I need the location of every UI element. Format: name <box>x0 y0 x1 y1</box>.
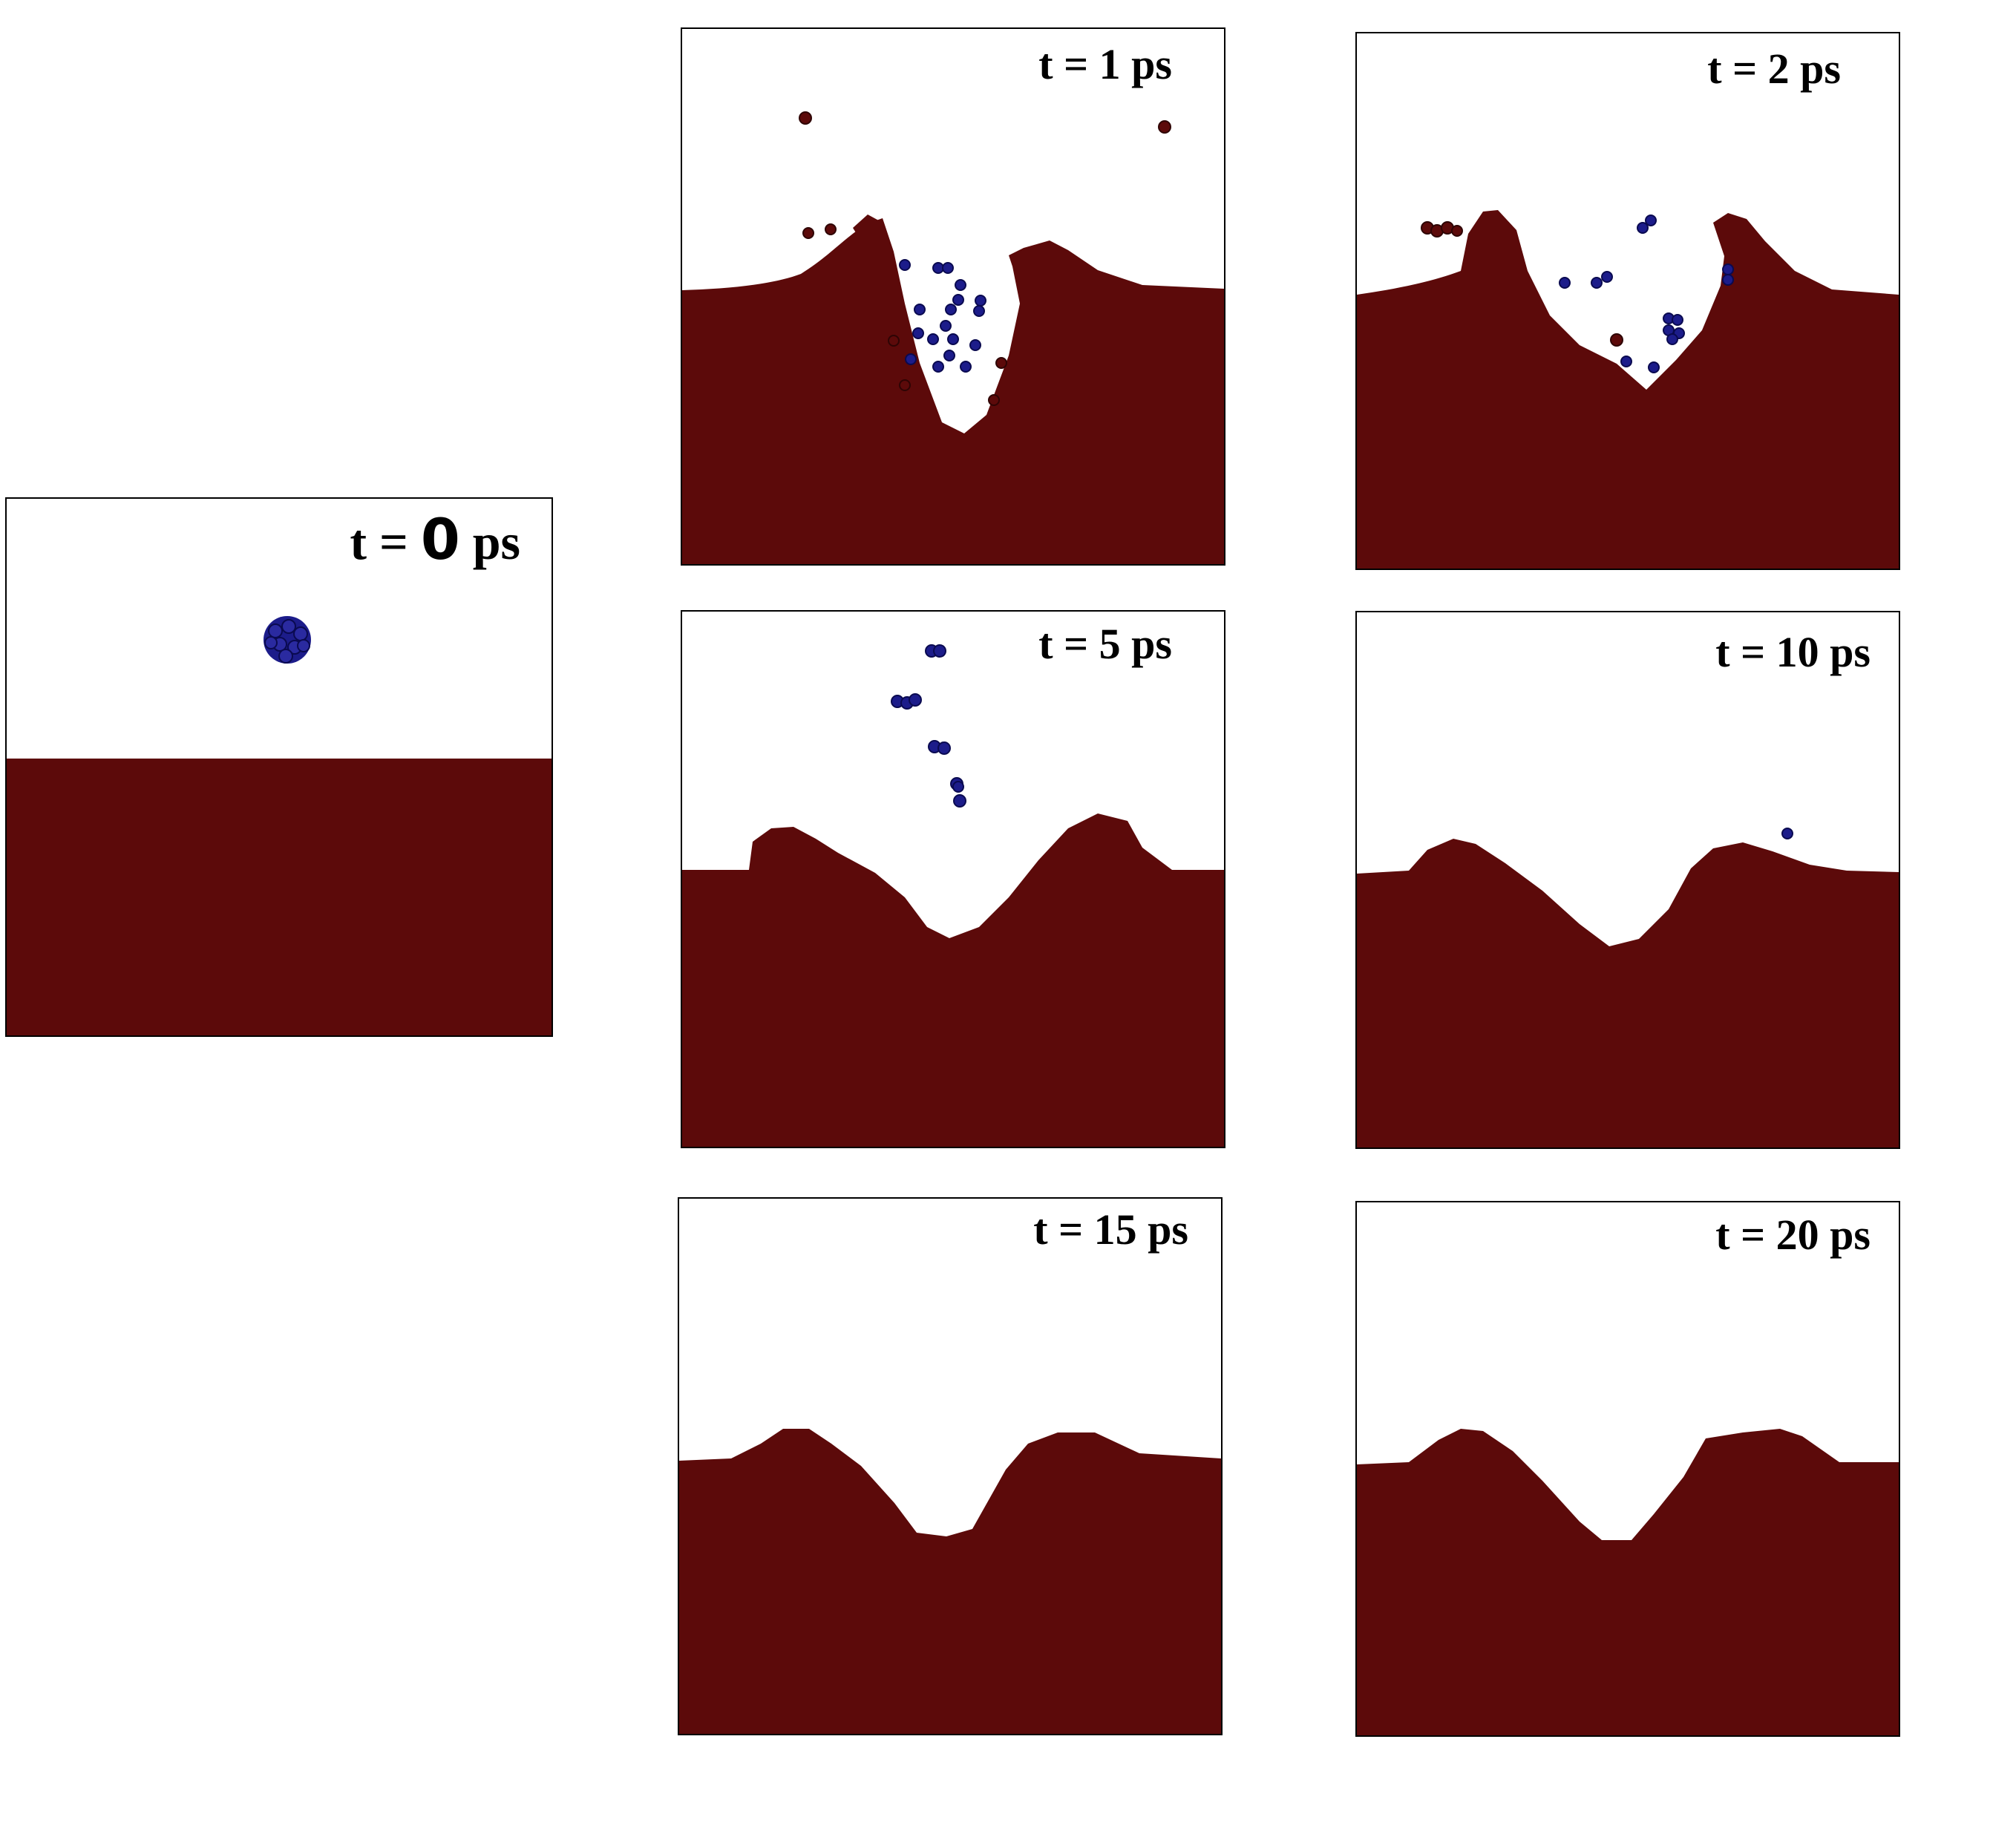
snapshot-plot-t20 <box>1357 1429 1899 1735</box>
substrate-rimmed-crater <box>682 813 1224 1147</box>
ejected-substrate-atoms <box>799 111 1171 406</box>
residual-projectile-atom <box>1781 828 1793 839</box>
projectile-cluster <box>264 616 311 664</box>
snapshot-panel-t0: t = 0 ps <box>5 497 553 1037</box>
time-label-t1: t = 1 ps <box>1038 40 1172 88</box>
snapshot-panel-t20: t = 20 ps <box>1355 1201 1900 1737</box>
time-label-unit: ps <box>459 514 520 570</box>
time-label-t5: t = 5 ps <box>1038 620 1172 668</box>
snapshot-plot-t1 <box>682 111 1224 564</box>
snapshot-panel-t15: t = 15 ps <box>678 1197 1223 1735</box>
snapshot-panel-t5: t = 5 ps <box>681 610 1225 1148</box>
time-label-t10: t = 10 ps <box>1715 628 1871 676</box>
substrate-rimmed-crater <box>1357 839 1899 1147</box>
substrate-final-crater <box>679 1429 1221 1734</box>
snapshot-plot-t10 <box>1357 828 1899 1147</box>
crater-rim-debris <box>853 215 890 266</box>
scattered-projectile-atoms <box>899 259 986 373</box>
time-label-t15: t = 15 ps <box>1033 1205 1188 1254</box>
snapshot-plot-t15 <box>679 1429 1221 1734</box>
substrate-cratered <box>1357 210 1899 569</box>
time-label-prefix: t = <box>350 514 421 570</box>
snapshot-panel-t2: t = 2 ps <box>1355 32 1900 570</box>
snapshot-plot-t5 <box>682 644 1224 1147</box>
snapshot-panel-t1: t = 1 ps <box>681 27 1225 566</box>
snapshot-plot-t0 <box>7 616 552 1035</box>
time-label-t20: t = 20 ps <box>1715 1211 1871 1259</box>
snapshot-plot-t2 <box>1357 210 1899 569</box>
time-label-t2: t = 2 ps <box>1707 45 1841 93</box>
substrate-slab <box>7 759 552 1035</box>
snapshot-panel-t10: t = 10 ps <box>1355 611 1900 1149</box>
substrate-final-crater <box>1357 1429 1899 1735</box>
time-label-value: 0 <box>420 506 460 572</box>
scattered-projectile-atoms <box>1559 215 1734 373</box>
time-label-t0: t = 0 ps <box>350 506 520 572</box>
sputtered-projectile-atoms <box>891 644 966 808</box>
ejected-substrate-atoms <box>1421 221 1623 347</box>
substrate-cratered <box>682 218 1224 564</box>
